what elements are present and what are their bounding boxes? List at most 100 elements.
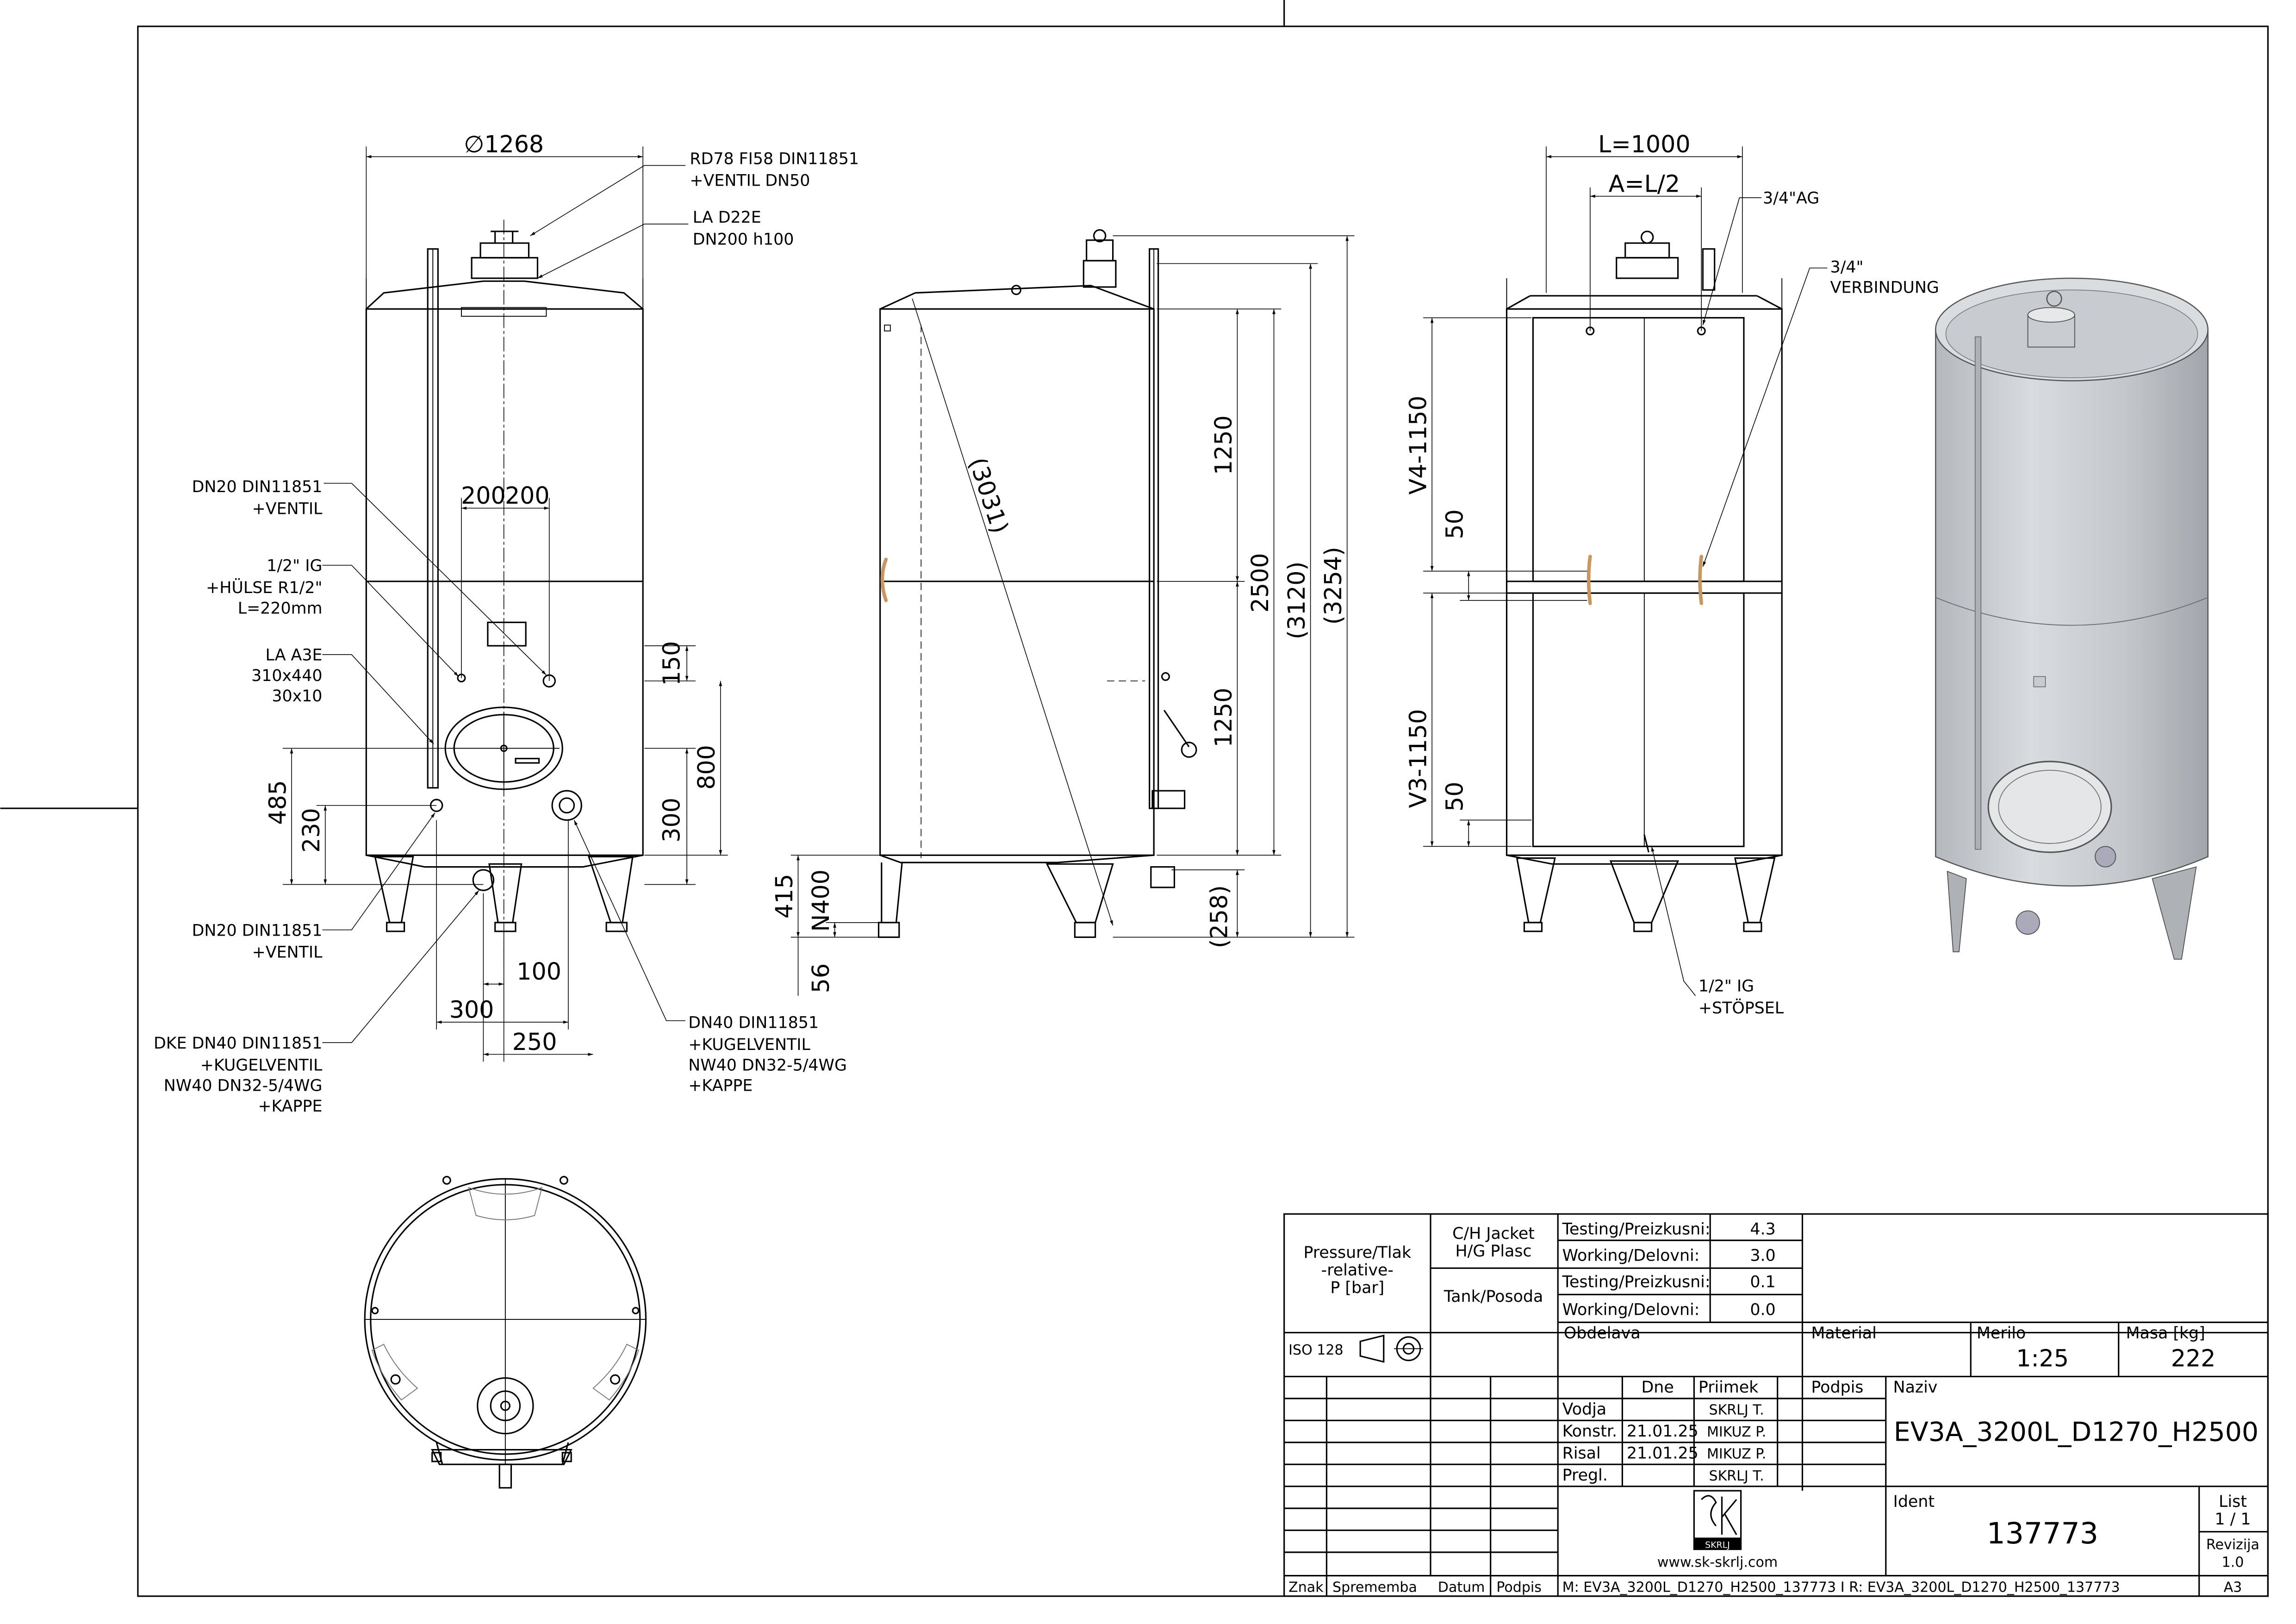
note-ig-line3: L=220mm [238,599,323,618]
note-dn20-bottom-line1: DN20 DIN11851 [192,921,323,940]
dim-n400: N400 [807,869,834,931]
dim-200-right: 200 [505,482,550,509]
note-dn20-top-line1: DN20 DIN11851 [192,478,323,496]
dim-258: (258) [1205,885,1232,948]
name-risal: MIKUZ P. [1707,1446,1766,1462]
pressure-label-line1: Pressure/Tlak [1304,1243,1412,1262]
naziv-label: Naziv [1893,1378,1938,1397]
pressure-label-line3: P [bar] [1330,1279,1384,1297]
name-konstr: MIKUZ P. [1707,1424,1766,1440]
role-konstr: Konstr. [1562,1422,1617,1441]
note-dn40-line4: +KAPPE [688,1077,753,1095]
dim-1250-lower: 1250 [1210,688,1237,748]
merilo-value: 1:25 [2016,1344,2069,1372]
paper-format: A3 [2224,1579,2242,1595]
dim-50-lower: 50 [1441,782,1468,812]
testing-jacket-value: 4.3 [1750,1220,1775,1239]
jacket-view: L=1000 A=L/2 3/4"AG 3/4" VERBINDUNG V4-1… [1405,131,1939,1018]
note-stopsel-line1: 1/2" IG [1699,977,1754,995]
note-la-d22e-line2: DN200 h100 [693,230,794,249]
list-value: 1 / 1 [2215,1510,2251,1529]
dim-3254: (3254) [1319,547,1347,625]
side-view: (3031) 1250 1250 2500 (3120) (3254) 415 … [771,229,1355,996]
masa-value: 222 [2171,1344,2216,1372]
dim-100: 100 [516,958,561,985]
ident-label: Ident [1893,1493,1935,1511]
note-rd78-line1: RD78 FI58 DIN11851 [690,150,859,168]
dim-230: 230 [298,808,325,853]
date-konstr: 21.01.25 [1627,1422,1699,1441]
isometric-view [1935,277,2209,960]
dim-250: 250 [512,1028,557,1056]
note-ig-line2: +HÜLSE R1/2" [206,578,322,597]
dim-200-left: 200 [461,482,506,509]
col-priimek: Priimek [1699,1378,1759,1397]
note-ag: 3/4"AG [1763,189,1819,208]
working-tank-value: 0.0 [1750,1301,1775,1319]
note-dke-line1: DKE DN40 DIN11851 [154,1034,322,1053]
note-stopsel-line2: +STÖPSEL [1699,998,1784,1018]
file-path: M: EV3A_3200L_D1270_H2500_137773 I R: EV… [1562,1579,2120,1595]
merilo-label: Merilo [1977,1324,2026,1343]
footer-znak: Znak [1288,1579,1324,1595]
footer-datum: Datum [1438,1579,1485,1595]
working-jacket-label: Working/Delovni: [1562,1247,1700,1265]
dim-3031: (3031) [964,454,1014,537]
dim-50-upper: 50 [1441,509,1468,539]
note-rd78-line2: +VENTIL DN50 [690,172,810,190]
testing-tank-value: 0.1 [1750,1273,1775,1291]
dim-a-l2: A=L/2 [1609,170,1680,197]
note-dn20-bottom-line2: +VENTIL [252,943,323,962]
dim-1250-upper: 1250 [1210,415,1237,475]
dim-150: 150 [658,641,685,686]
dim-800: 800 [693,745,720,790]
col-dne: Dne [1642,1378,1674,1397]
company-web: www.sk-skrlj.com [1657,1555,1778,1571]
front-view: ∅1268 RD78 FI58 DIN11851 +VENTIL DN50 LA… [154,131,859,1116]
note-dn40-line1: DN40 DIN11851 [688,1014,819,1032]
testing-jacket-label: Testing/Preizkusni: [1562,1220,1711,1239]
date-risal: 21.01.25 [1627,1444,1699,1463]
drawing-frame [0,0,2269,1597]
rev-value: 1.0 [2222,1555,2244,1571]
note-dke-line2: +KUGELVENTIL [200,1056,323,1074]
note-la-d22e-line1: LA D22E [693,208,761,227]
note-la-a3e-line1: LA A3E [266,646,323,665]
footer-podpis: Podpis [1496,1579,1542,1595]
dim-l1000: L=1000 [1598,131,1690,158]
masa-label: Masa [kg] [2126,1324,2205,1343]
footer-sprememba: Sprememba [1332,1579,1417,1595]
note-dke-line4: +KAPPE [258,1097,322,1116]
col-podpis: Podpis [1811,1378,1863,1397]
naziv-value: EV3A_3200L_D1270_H2500 [1894,1417,2259,1448]
testing-tank-label: Testing/Preizkusni: [1562,1273,1711,1291]
dia-1268: ∅1268 [464,131,544,158]
dim-3120: (3120) [1283,562,1310,639]
note-dn40-line2: +KUGELVENTIL [688,1036,810,1054]
name-vodja: SKRLJ T. [1709,1402,1764,1418]
working-tank-label: Working/Delovni: [1562,1301,1700,1319]
note-dke-line3: NW40 DN32-5/4WG [164,1077,323,1095]
title-block: Pressure/Tlak -relative- P [bar] C/H Jac… [1283,1213,2269,1597]
dim-2500: 2500 [1246,553,1274,613]
working-jacket-value: 3.0 [1750,1247,1775,1265]
note-ig-line1: 1/2" IG [267,557,322,575]
dim-485: 485 [264,780,291,825]
name-pregl: SKRLJ T. [1709,1468,1764,1484]
tank-label: Tank/Posoda [1444,1287,1543,1306]
obdelava-label: Obdelava [1564,1324,1641,1343]
dim-56: 56 [807,963,834,993]
note-dn40-line3: NW40 DN32-5/4WG [688,1056,847,1074]
material-label: Material [1811,1324,1876,1343]
iso-label: ISO 128 [1288,1342,1343,1358]
dim-300-vertical: 300 [658,798,685,843]
note-verbindung-line1: 3/4" [1830,258,1864,276]
dim-v4: V4-1150 [1405,396,1432,495]
role-vodja: Vodja [1562,1400,1606,1419]
logo-text: SKRLJ [1705,1540,1730,1550]
note-dn20-top-line2: +VENTIL [252,500,323,518]
dim-300-horizontal: 300 [449,996,494,1023]
note-verbindung-line2: VERBINDUNG [1830,279,1939,297]
ident-value: 137773 [1986,1516,2098,1550]
